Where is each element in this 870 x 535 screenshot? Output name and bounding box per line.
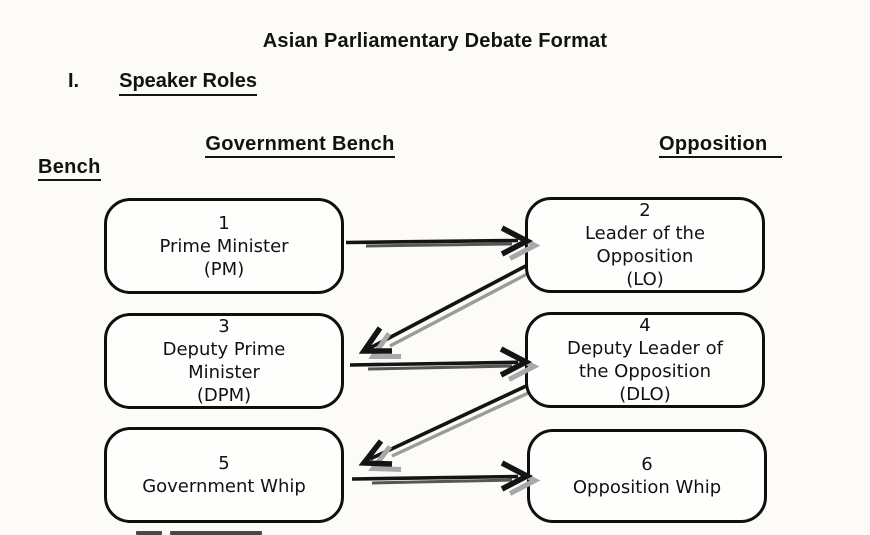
box-line: Deputy Leader of [567, 338, 723, 359]
opposition-bench-heading-line2: Bench [38, 156, 101, 181]
arrowhead-4-to-5-shadow [368, 444, 402, 472]
box-deputy-leader-of-opposition: 4 Deputy Leader of the Opposition (DLO) [525, 312, 765, 408]
section-numeral: I. [68, 70, 80, 92]
section-title: Speaker Roles [119, 70, 257, 96]
box-line: Deputy Prime [162, 339, 286, 360]
arrow-3-to-4-line [349, 360, 519, 367]
arrowhead-3-to-4 [499, 346, 532, 378]
box-line: (DLO) [619, 384, 671, 405]
box-line: Prime Minister [159, 235, 289, 257]
arrow-1-to-2-shadow [365, 242, 513, 248]
section-heading: I. Speaker Roles [68, 70, 257, 96]
arrow-5-to-6-line [351, 474, 519, 481]
box-line: the Opposition [578, 361, 712, 382]
box-line: Government Whip [142, 476, 306, 497]
box-leader-of-opposition: 2 Leader of the Opposition (LO) [525, 197, 765, 293]
box-line: Minister [188, 362, 260, 383]
government-bench-heading: Government Bench [170, 133, 430, 158]
opposition-bench-heading-line1: Opposition [659, 133, 782, 158]
box-deputy-prime-minister: 3 Deputy Prime Minister (DPM) [104, 313, 344, 409]
box-number: 1 [218, 212, 230, 234]
page-title: Asian Parliamentary Debate Format [262, 30, 608, 52]
arrowhead-2-to-3-shadow [368, 332, 401, 359]
box-line: Leader of the [584, 223, 706, 244]
arrowhead-4-to-5 [358, 439, 393, 467]
box-number: 6 [641, 454, 653, 475]
box-number: 4 [639, 315, 651, 336]
arrow-5-to-6-shadow [371, 478, 513, 485]
box-number: 2 [639, 200, 651, 221]
bottom-cutoff-artifact [170, 531, 262, 535]
arrow-1-to-2-line [345, 238, 519, 245]
box-prime-minister: 1 Prime Minister (PM) [104, 198, 344, 294]
arrow-3-to-4-shadow [367, 364, 513, 371]
box-line: (DPM) [196, 385, 252, 406]
box-line: Opposition [596, 246, 694, 267]
arrowhead-2-to-3 [358, 326, 392, 354]
box-line: (PM) [203, 258, 245, 280]
arrowhead-5-to-6 [500, 460, 533, 492]
arrowhead-1-to-2 [500, 225, 533, 257]
box-number: 3 [218, 316, 230, 337]
box-line: (LO) [626, 269, 664, 290]
box-line: Opposition Whip [572, 477, 722, 498]
bottom-cutoff-artifact [136, 531, 162, 535]
box-number: 5 [218, 453, 230, 474]
box-opposition-whip: 6 Opposition Whip [527, 429, 767, 523]
box-government-whip: 5 Government Whip [104, 427, 344, 523]
